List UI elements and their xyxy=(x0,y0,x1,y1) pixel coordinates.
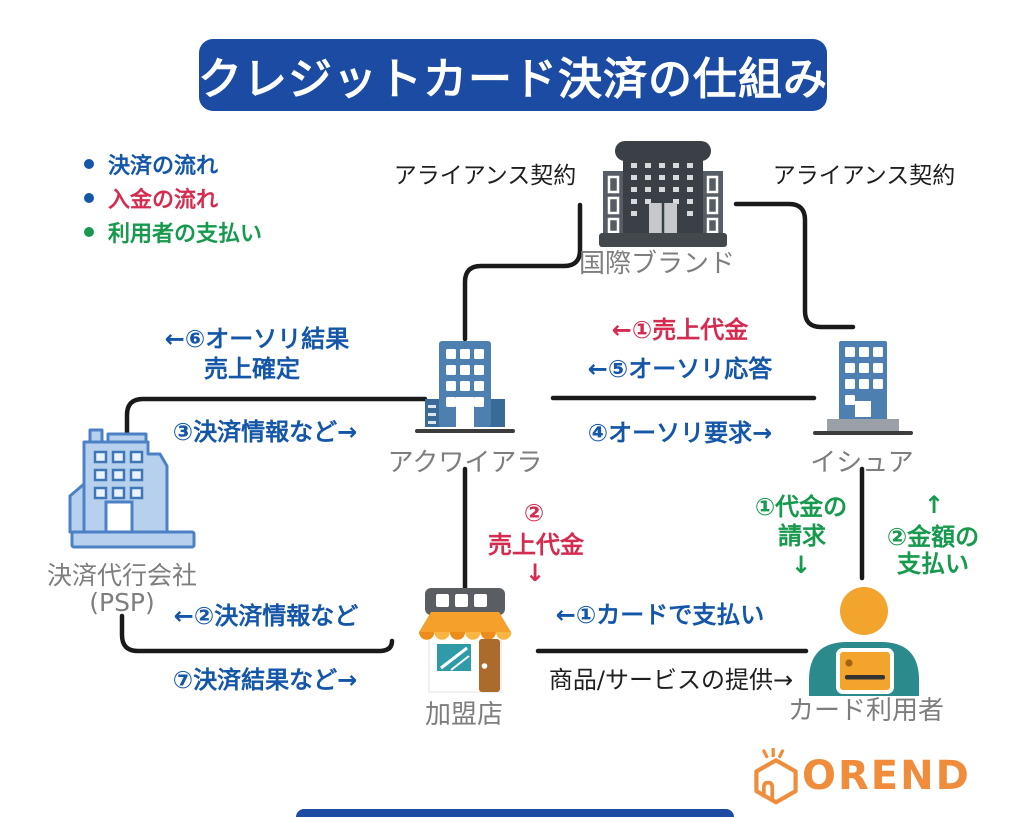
acquirer-label: アクワイアラ xyxy=(387,448,543,478)
orend-logo-text: OREND xyxy=(802,753,971,799)
connector-brand-issuer xyxy=(733,201,856,330)
flow-auth-request: ④オーソリ要求→ xyxy=(587,419,773,447)
brand-building-icon xyxy=(599,141,727,247)
legend-label: 入金の流れ xyxy=(108,188,219,213)
bullet-icon xyxy=(84,193,94,203)
connector-psp-merchant xyxy=(119,613,395,654)
flow-payment-result: ⑦決済結果など→ xyxy=(172,666,358,694)
flow-sales-proceeds-brand: ←①売上代金 xyxy=(611,316,749,344)
connector-psp-acquirer xyxy=(124,396,428,440)
flow-goods-provision: 商品/サービスの提供→ xyxy=(548,666,794,694)
flow-card-payment: ←①カードで支払い xyxy=(555,601,765,629)
flow-payment-line2: 支払い xyxy=(897,550,969,578)
brand-label: 国際ブランド xyxy=(578,249,736,279)
flow-payment-arrow: ↑ xyxy=(923,491,945,519)
alliance-contract-left: アライアンス契約 xyxy=(393,163,577,189)
bullet-icon xyxy=(84,227,94,237)
orend-logo-icon xyxy=(754,748,798,805)
flow-sales-merchant-text: 売上代金 xyxy=(488,531,584,559)
psp-label: 決済代行会社 xyxy=(46,561,198,590)
flow-billing-line1: ①代金の xyxy=(754,493,848,521)
flow-billing-line2: 請求 xyxy=(778,522,826,550)
issuer-label: イシュア xyxy=(810,448,914,478)
flow-auth-response: ←⑤オーソリ応答 xyxy=(587,355,773,383)
legend: 決済の流れ 入金の流れ 利用者の支払い xyxy=(84,147,262,249)
flow-sales-merchant-arrow: ↓ xyxy=(524,559,546,587)
alliance-contract-right: アライアンス契約 xyxy=(772,163,956,189)
merchant-store-icon xyxy=(419,588,512,693)
legend-label: 利用者の支払い xyxy=(108,222,263,247)
acquirer-building-icon xyxy=(415,341,515,433)
flow-payment-info-psp: ←②決済情報など xyxy=(173,602,359,630)
legend-item-deposit-flow: 入金の流れ xyxy=(84,181,262,215)
issuer-building-icon xyxy=(813,341,913,435)
legend-label: 決済の流れ xyxy=(108,154,219,179)
cardholder-label: カード利用者 xyxy=(787,696,945,726)
merchant-label: 加盟店 xyxy=(424,700,504,730)
cardholder-person-icon xyxy=(809,587,919,696)
legend-item-user-payment: 利用者の支払い xyxy=(84,215,262,249)
flow-payment-line1: ②金額の xyxy=(886,523,980,551)
legend-item-payment-flow: 決済の流れ xyxy=(84,147,262,181)
flow-payment-info-acquirer: ③決済情報など→ xyxy=(172,418,358,446)
psp-sublabel: (PSP) xyxy=(89,588,155,617)
bullet-icon xyxy=(84,159,94,169)
flow-billing-arrow: ↓ xyxy=(790,551,812,579)
title-banner: クレジットカード決済の仕組み xyxy=(198,39,828,111)
flow-sales-merchant-number: ② xyxy=(523,499,545,527)
bottom-banner-edge xyxy=(296,809,734,817)
connector-brand-acquirer xyxy=(462,202,583,342)
psp-building-icon xyxy=(68,428,196,549)
page-title: クレジットカード決済の仕組み xyxy=(198,54,828,105)
flow-auth-result-line2: 売上確定 xyxy=(204,355,300,383)
flow-auth-result-line1: ←⑥オーソリ結果 xyxy=(164,325,350,353)
